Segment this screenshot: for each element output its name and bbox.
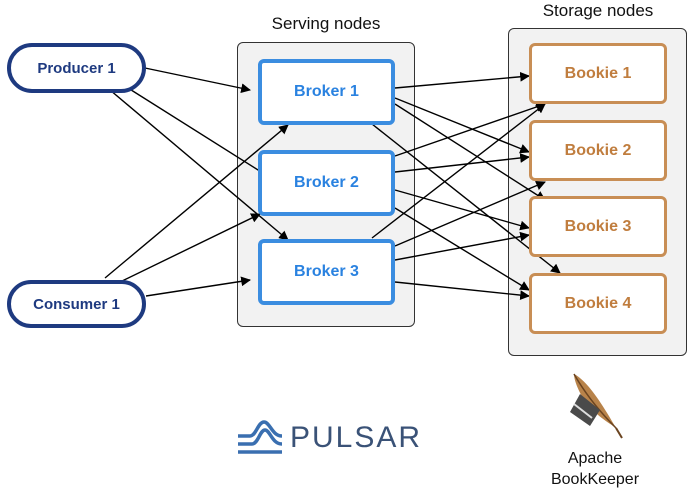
storage-nodes-title: Storage nodes xyxy=(542,1,654,20)
edge-broker-2-to-bookie-2 xyxy=(394,153,530,173)
pulsar-logo: PULSAR xyxy=(236,418,422,458)
bookkeeper-label-line1: Apache xyxy=(567,450,623,467)
edge-broker-3-to-bookie-4 xyxy=(394,281,530,300)
bookie-2-node[interactable]: Bookie 2 xyxy=(529,120,667,181)
edge-producer-to-broker-3 xyxy=(127,87,275,181)
edge-broker-2-to-bookie-4 xyxy=(394,207,530,291)
edge-producer-to-broker-1 xyxy=(144,67,251,93)
edge-broker-3-to-bookie-2 xyxy=(394,180,546,247)
bookkeeper-logo xyxy=(556,370,626,445)
broker-1-node[interactable]: Broker 1 xyxy=(258,59,395,125)
bookkeeper-label: Apache BookKeeper xyxy=(540,448,650,490)
edge-broker-2-to-bookie-1 xyxy=(394,102,546,157)
broker-2-node[interactable]: Broker 2 xyxy=(258,150,395,216)
edge-broker-2-to-bookie-3 xyxy=(394,189,530,231)
bookie-3-node[interactable]: Bookie 3 xyxy=(529,196,667,257)
edge-consumer-to-broker-3 xyxy=(145,276,251,297)
feather-icon xyxy=(570,373,623,439)
edge-broker-1-to-bookie-2 xyxy=(394,97,530,154)
edge-consumer-to-broker-2 xyxy=(119,213,261,283)
bookkeeper-label-line2: BookKeeper xyxy=(550,471,640,488)
consumer-node[interactable]: Consumer 1 xyxy=(7,280,146,328)
edge-broker-3-to-bookie-1 xyxy=(371,103,546,239)
bookie-1-node[interactable]: Bookie 1 xyxy=(529,43,667,104)
bookie-4-node[interactable]: Bookie 4 xyxy=(529,273,667,334)
pulsar-wave-icon xyxy=(238,420,283,454)
edge-broker-3-to-bookie-3 xyxy=(394,231,530,261)
edge-broker-1-to-bookie-1 xyxy=(394,71,530,89)
producer-node[interactable]: Producer 1 xyxy=(7,43,146,93)
serving-nodes-title: Serving nodes xyxy=(271,14,381,33)
pulsar-logo-text: PULSAR xyxy=(290,421,423,454)
edge-broker-1-to-bookie-4 xyxy=(371,123,561,274)
edge-consumer-to-broker-1 xyxy=(104,124,289,279)
edge-broker-1-to-bookie-3 xyxy=(394,103,546,201)
broker-3-node[interactable]: Broker 3 xyxy=(258,239,395,305)
